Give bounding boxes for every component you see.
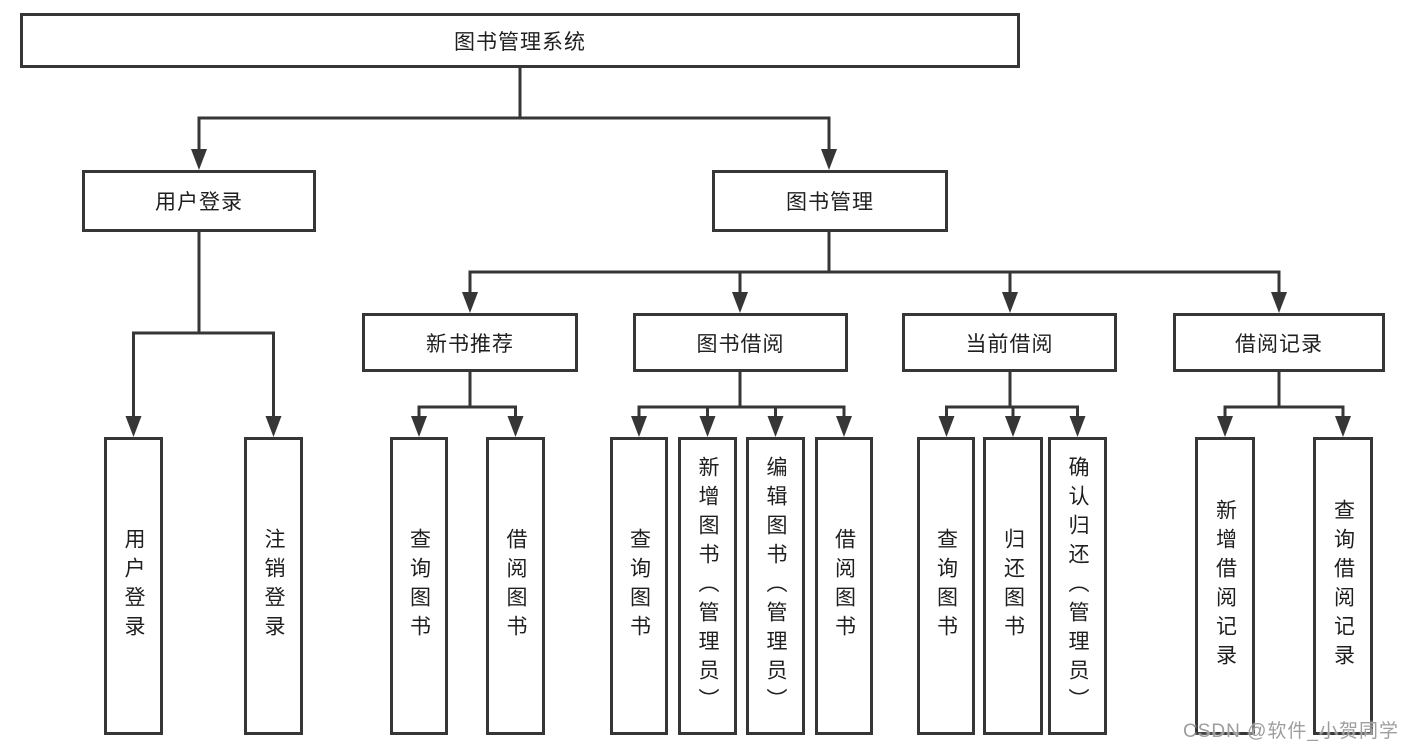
arrowhead-icon (507, 416, 524, 437)
node-book-management: 图书管理 (712, 170, 948, 232)
arrowhead-icon (125, 416, 142, 437)
arrowhead-icon (836, 416, 852, 437)
node-user-login-label: 用户登录 (155, 191, 243, 214)
node-borrow-books-leaf-label: 借阅图书 (832, 528, 856, 644)
arrowhead-icon (699, 416, 716, 437)
node-logout-label: 注销登录 (262, 528, 285, 644)
arrowhead-icon (1335, 416, 1351, 437)
node-borrow-books-recommend: 借阅图书 (486, 437, 545, 735)
node-query-books-borrow: 查询图书 (610, 437, 668, 735)
node-edit-book-admin: 编辑图书（管理员） (746, 437, 805, 735)
node-new-book-recommendation-label: 新书推荐 (426, 332, 514, 356)
arrowhead-icon (1271, 292, 1287, 313)
node-query-books-current: 查询图书 (917, 437, 975, 735)
node-query-borrow-record-label: 查询借阅记录 (1331, 499, 1355, 673)
arrowhead-icon (938, 416, 955, 437)
node-confirm-return-admin-label: 确认归还（管理员） (1066, 455, 1089, 717)
node-add-borrow-record-label: 新增借阅记录 (1213, 499, 1237, 673)
node-current-borrowing: 当前借阅 (902, 313, 1117, 372)
arrowhead-icon (1217, 416, 1233, 437)
node-borrowing-records: 借阅记录 (1173, 313, 1385, 372)
arrowhead-icon (1069, 416, 1086, 437)
arrowhead-icon (191, 149, 207, 170)
arrowhead-icon (411, 416, 427, 437)
arrowhead-icon (631, 416, 647, 437)
node-query-books-current-label: 查询图书 (934, 528, 958, 644)
watermark: CSDN @软件_小贺同学 (1183, 721, 1399, 742)
node-borrowing-records-label: 借阅记录 (1235, 332, 1323, 356)
node-book-borrowing: 图书借阅 (633, 313, 848, 372)
node-return-books-label: 归还图书 (1001, 528, 1025, 644)
node-add-book-admin: 新增图书（管理员） (678, 437, 737, 735)
node-book-management-label: 图书管理 (786, 191, 874, 214)
arrowhead-icon (1002, 292, 1018, 313)
node-borrow-books-recommend-label: 借阅图书 (504, 528, 527, 644)
arrowhead-icon (265, 416, 282, 437)
node-user-login: 用户登录 (82, 170, 316, 232)
node-root-label: 图书管理系统 (454, 30, 586, 54)
node-return-books: 归还图书 (983, 437, 1043, 735)
arrowhead-icon (767, 416, 784, 437)
node-query-books-borrow-label: 查询图书 (627, 528, 651, 644)
arrowhead-icons (125, 149, 1351, 437)
node-query-borrow-record: 查询借阅记录 (1313, 437, 1373, 735)
node-add-book-admin-label: 新增图书（管理员） (696, 455, 719, 717)
node-logout: 注销登录 (244, 437, 303, 735)
node-new-book-recommendation: 新书推荐 (362, 313, 578, 372)
node-borrow-books-leaf: 借阅图书 (815, 437, 873, 735)
node-root: 图书管理系统 (20, 13, 1020, 68)
node-query-books-recommend-label: 查询图书 (407, 528, 431, 644)
node-current-borrowing-label: 当前借阅 (965, 332, 1054, 356)
arrowhead-icon (462, 292, 478, 313)
arrowhead-icon (732, 292, 748, 313)
arrowhead-icon (821, 149, 837, 170)
node-edit-book-admin-label: 编辑图书（管理员） (764, 455, 787, 717)
node-user-login-leaf: 用户登录 (104, 437, 163, 735)
arrowhead-icon (1005, 416, 1021, 437)
tree-edges (132, 66, 1345, 422)
node-book-borrowing-label: 图书借阅 (696, 332, 785, 356)
node-add-borrow-record: 新增借阅记录 (1195, 437, 1255, 735)
node-query-books-recommend: 查询图书 (390, 437, 448, 735)
node-user-login-leaf-label: 用户登录 (122, 528, 145, 644)
node-confirm-return-admin: 确认归还（管理员） (1048, 437, 1107, 735)
